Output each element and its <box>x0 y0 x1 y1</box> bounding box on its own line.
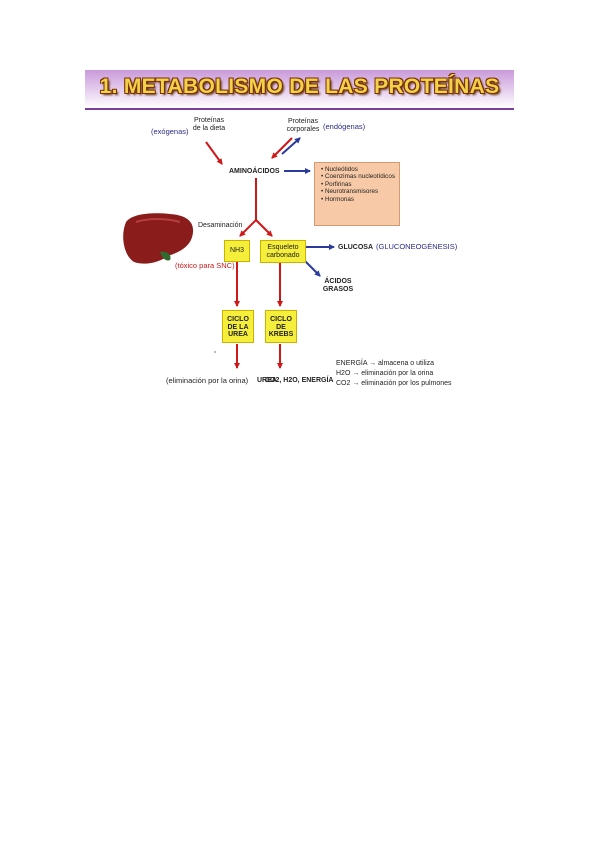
product-item: Nucleótidos <box>321 166 399 173</box>
urea-cycle-box: CICLO DE LA UREA <box>222 310 254 343</box>
note-energy: ENERGÍA → almacena o utiliza <box>336 360 435 367</box>
carbon-skeleton-label: Esqueleto carbonado <box>266 244 300 259</box>
arrow-to-skeleton <box>255 219 273 237</box>
krebs-products-label: CO2, H2O, ENERGÍA <box>265 377 334 384</box>
nh3-box: NH3 <box>224 240 250 262</box>
endogenous-note: (endógenas) <box>323 122 366 131</box>
gallbladder-icon <box>160 251 171 261</box>
stray-dot <box>214 351 216 353</box>
arrow-diet-to-aminoacids <box>205 141 223 165</box>
body-proteins-label: Proteínas corporales <box>286 118 320 133</box>
gluconeogenesis-note: (GLUCONEOGÉNESIS) <box>376 242 458 251</box>
glucose-label: GLUCOSA <box>338 244 373 251</box>
fatty-acids-label: ÁCIDOS GRASOS <box>322 278 354 293</box>
exogenous-note: (exógenas) <box>151 127 189 136</box>
note-water: H2O → eliminación por la orina <box>336 370 434 377</box>
product-item: Neurotransmisores <box>321 188 399 195</box>
note-co2: CO2 → eliminación por los pulmones <box>336 380 452 387</box>
arrow-aminoacids-to-body <box>281 137 301 155</box>
nh3-label: NH3 <box>229 247 244 254</box>
aminoacid-products-box: Nucleótidos Coenzimas nucleotídicos Porf… <box>314 162 400 226</box>
arrow-body-to-aminoacids <box>271 137 293 159</box>
page-title: 1. METABOLISMO DE LAS PROTEÍNAS <box>99 75 500 98</box>
toxic-note: (tóxico para SNC) <box>175 261 235 270</box>
liver-icon <box>123 213 194 264</box>
krebs-cycle-box: CICLO DE KREBS <box>265 310 297 343</box>
dietary-proteins-label: Proteínas de la dieta <box>192 117 226 132</box>
urea-elimination-note: (eliminación por la orina) <box>166 376 249 385</box>
amino-acids-label: AMINOÁCIDOS <box>229 168 280 175</box>
urea-label: UREA <box>257 377 277 384</box>
title-banner: 1. METABOLISMO DE LAS PROTEÍNAS <box>85 70 514 110</box>
deamination-label: Desaminación <box>198 222 243 229</box>
carbon-skeleton-box: Esqueleto carbonado <box>260 240 306 263</box>
liver-highlight <box>135 218 181 223</box>
urea-cycle-label: CICLO DE LA UREA <box>227 316 249 338</box>
product-item: Porfirinas <box>321 181 399 188</box>
krebs-cycle-label: CICLO DE KREBS <box>268 316 294 338</box>
arrow-to-nh3 <box>239 219 257 237</box>
product-item: Hormonas <box>321 196 399 203</box>
product-item: Coenzimas nucleotídicos <box>321 173 399 180</box>
